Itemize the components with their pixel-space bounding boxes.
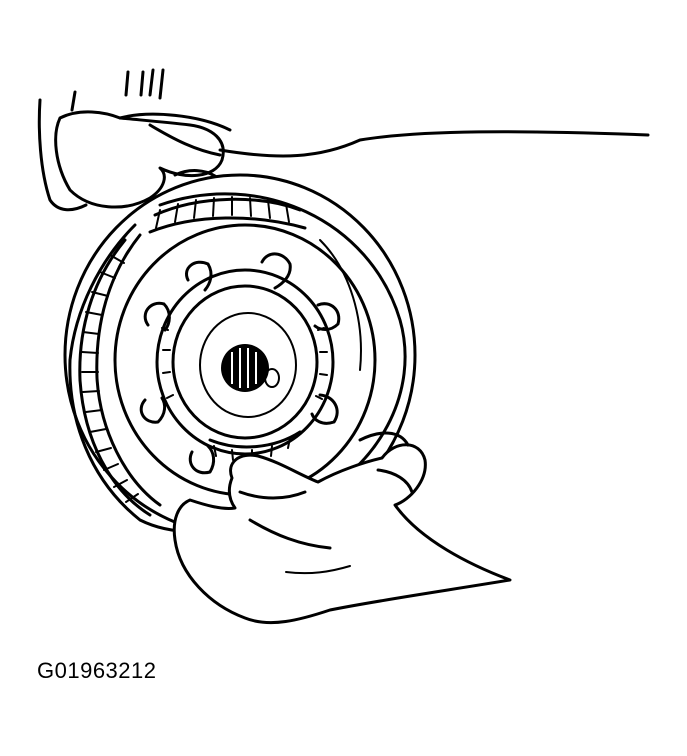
hub-rings [155,268,335,456]
center-bore [221,344,280,392]
lower-hand [172,431,512,625]
figure-code-label: G01963212 [37,658,157,683]
friction-plate-teeth [78,233,162,517]
drum-spline-wall [148,196,307,234]
upper-hand [37,68,650,212]
